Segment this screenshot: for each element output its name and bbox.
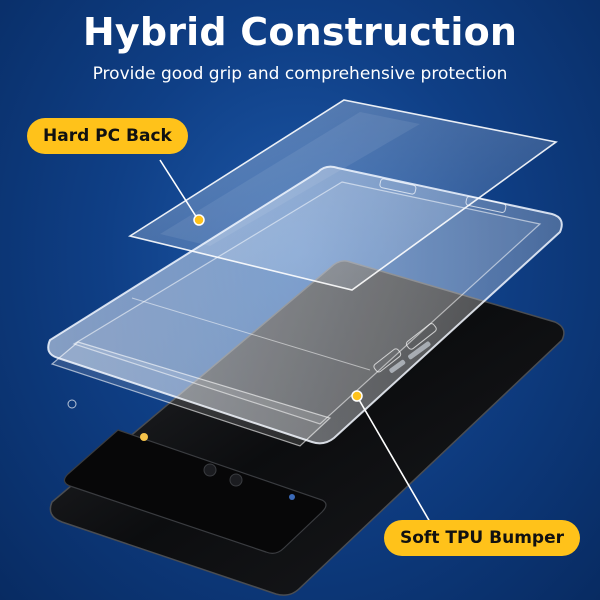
hard-pc-back-callout: Hard PC Back — [27, 118, 188, 154]
back-callout-dot — [193, 214, 205, 226]
soft-tpu-bumper-callout: Soft TPU Bumper — [384, 520, 580, 556]
page-title: Hybrid Construction — [82, 10, 518, 54]
back-leader-line — [159, 159, 198, 219]
bumper-callout-dot — [351, 390, 363, 402]
bumper-leader-line — [357, 397, 431, 523]
page-subtitle: Provide good grip and comprehensive prot… — [92, 64, 508, 84]
pc-back-panel — [127, 99, 558, 291]
